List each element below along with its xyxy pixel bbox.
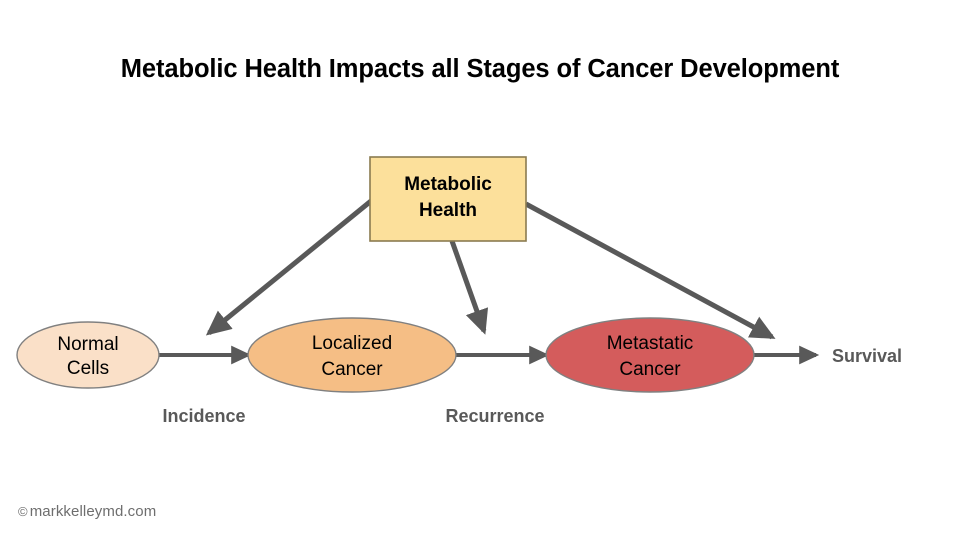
localized-cancer-label-line1: Localized (312, 333, 392, 354)
node-survival-label: Survival (832, 346, 902, 366)
normal-cells-label-line2: Cells (67, 358, 109, 379)
localized-cancer-ellipse[interactable] (247, 317, 457, 393)
metastatic-cancer-label-line2: Cancer (619, 359, 681, 380)
credit-footer: ©markkelleymd.com (18, 503, 156, 520)
arrow-driver-to-survival (524, 201, 776, 340)
node-metastatic-cancer[interactable]: Metastatic Cancer (545, 317, 755, 393)
metabolic-health-label-line2: Health (419, 200, 477, 221)
arrow-driver-to-incidence (205, 199, 373, 336)
metastatic-cancer-label-line1: Metastatic (607, 333, 694, 354)
normal-cells-ellipse[interactable] (16, 321, 160, 389)
stage-label-incidence: Incidence (162, 406, 245, 426)
node-normal-cells[interactable]: Normal Cells (16, 321, 160, 389)
page-title: Metabolic Health Impacts all Stages of C… (120, 55, 840, 83)
metabolic-health-label-line1: Metabolic (404, 174, 492, 195)
node-metabolic-health[interactable]: Metabolic Health (369, 156, 527, 242)
metastatic-cancer-ellipse[interactable] (545, 317, 755, 393)
localized-cancer-label-line2: Cancer (321, 359, 383, 380)
credit-text: markkelleymd.com (29, 503, 157, 520)
metabolic-health-box[interactable] (369, 156, 527, 242)
stage-label-recurrence: Recurrence (445, 406, 544, 426)
node-localized-cancer[interactable]: Localized Cancer (247, 317, 457, 393)
normal-cells-label-line1: Normal (57, 334, 118, 355)
copyright-icon: © (18, 504, 28, 519)
arrow-driver-to-recurrence (449, 240, 489, 335)
